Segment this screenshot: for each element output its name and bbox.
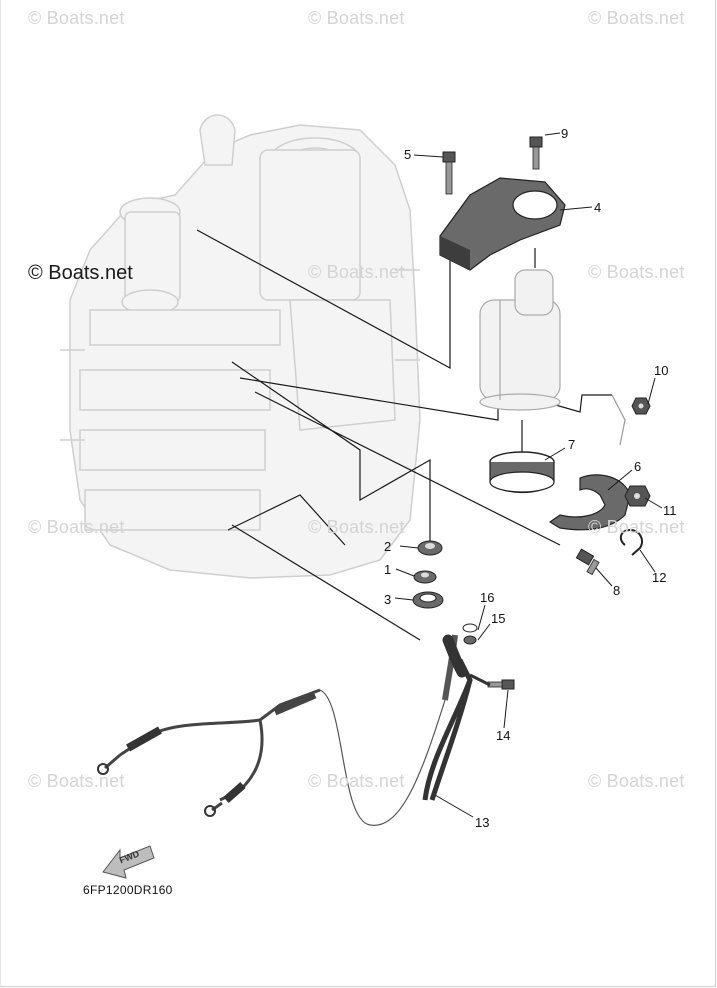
- watermark-top-center: © Boats.net: [308, 8, 405, 28]
- callout-16: 16: [480, 590, 495, 605]
- callout-leaders: [394, 132, 663, 818]
- callout-7: 7: [568, 437, 576, 452]
- holder-part-3: [412, 591, 444, 609]
- callout-6: 6: [634, 459, 642, 474]
- callout-1: 1: [384, 562, 392, 577]
- callout-2: 2: [384, 539, 392, 554]
- watermark-prominent: © Boats.net: [28, 262, 133, 284]
- callout-5: 5: [404, 147, 412, 162]
- bolt-part-8: [575, 548, 600, 576]
- diagram-code: 6FP1200DR160: [83, 883, 173, 897]
- fitting-part-10: [611, 394, 651, 446]
- grommet-part-2: [417, 540, 443, 556]
- callout-4: 4: [594, 200, 602, 215]
- callout-12: 12: [652, 570, 667, 585]
- callout-9: 9: [561, 126, 569, 141]
- callout-3: 3: [384, 592, 392, 607]
- callout-11: 11: [663, 503, 677, 518]
- watermark-top-right: © Boats.net: [588, 8, 685, 28]
- callout-15: 15: [491, 611, 506, 626]
- watermark-mid-center: © Boats.net: [308, 262, 405, 282]
- bolt-part-14: [487, 679, 515, 690]
- watermark-lower-left: © Boats.net: [28, 517, 125, 537]
- callout-8: 8: [613, 583, 621, 598]
- watermark-lower-right: © Boats.net: [588, 517, 685, 537]
- watermark-mid-right: © Boats.net: [588, 262, 685, 282]
- nut-part-11: [624, 485, 651, 507]
- nut-part-15: [463, 635, 477, 645]
- bolt-part-5: [442, 151, 456, 195]
- bracket-part-4: [439, 177, 566, 271]
- callout-14: 14: [496, 728, 511, 743]
- bolt-part-9: [529, 136, 543, 170]
- clip-part-12: [619, 528, 643, 556]
- callout-10: 10: [654, 363, 669, 378]
- cable-harness-part-13: [97, 634, 491, 826]
- watermark-bottom-right: © Boats.net: [588, 771, 685, 791]
- watermark-top-left: © Boats.net: [28, 8, 125, 28]
- watermark-bottom-left: © Boats.net: [28, 771, 125, 791]
- starter-motor: [479, 269, 561, 411]
- callout-13: 13: [475, 815, 490, 830]
- watermark-bottom-center: © Boats.net: [308, 771, 405, 791]
- watermark-lower-center: © Boats.net: [308, 517, 405, 537]
- band-part-7: [489, 451, 555, 493]
- washer-part-16: [462, 623, 478, 633]
- collar-part-1: [413, 570, 437, 584]
- fwd-arrow-icon: [102, 845, 155, 879]
- engine-block-illustration: [60, 114, 421, 579]
